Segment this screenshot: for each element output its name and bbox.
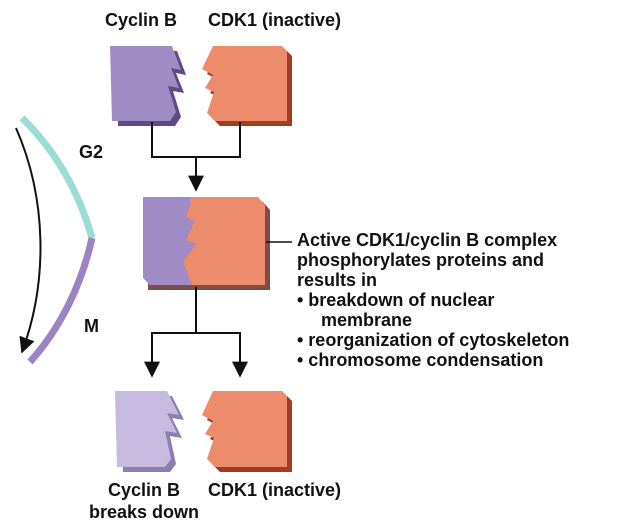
complex-description: Active CDK1/cyclin B complex phosphoryla… — [297, 230, 569, 370]
top-cdk1-shape — [202, 46, 292, 126]
bullet-item: • chromosome condensation — [297, 350, 544, 370]
merge-connector — [151, 122, 241, 192]
m-phase-label: M — [84, 316, 99, 336]
cycle-direction-arrow — [15, 127, 42, 354]
active-complex-shape — [143, 197, 270, 290]
bottom-cyclin-label: Cyclin B breaks down — [64, 480, 224, 523]
bottom-cyclin-b-shape — [115, 391, 184, 472]
bottom-cyclin-label-line2: breaks down — [88, 501, 200, 522]
top-cyclin-label: Cyclin B — [105, 10, 178, 30]
bottom-cyclin-label-line1: Cyclin B — [107, 480, 181, 500]
top-cdk1-label: CDK1 (inactive) — [208, 10, 342, 30]
bullet-item: • breakdown of nuclear — [297, 290, 495, 310]
m-phase-band — [27, 237, 96, 365]
top-cyclin-b-shape — [110, 46, 186, 126]
active-complex-cyclin-part — [143, 197, 196, 285]
active-complex-cdk-part — [183, 197, 265, 285]
bottom-cdk1-label: CDK1 (inactive) — [208, 480, 342, 500]
bottom-cdk1-shape — [202, 391, 292, 472]
cell-cycle-arc — [15, 115, 96, 365]
description-line: phosphorylates proteins and — [297, 250, 545, 270]
g2-phase-band — [19, 115, 96, 239]
split-connector — [144, 287, 248, 378]
description-line: Active CDK1/cyclin B complex — [297, 230, 558, 250]
description-line: results in — [297, 270, 378, 290]
bullet-item-continuation: membrane — [321, 310, 413, 330]
bullet-item: • reorganization of cytoskeleton — [297, 330, 570, 350]
g2-phase-label: G2 — [79, 142, 104, 162]
